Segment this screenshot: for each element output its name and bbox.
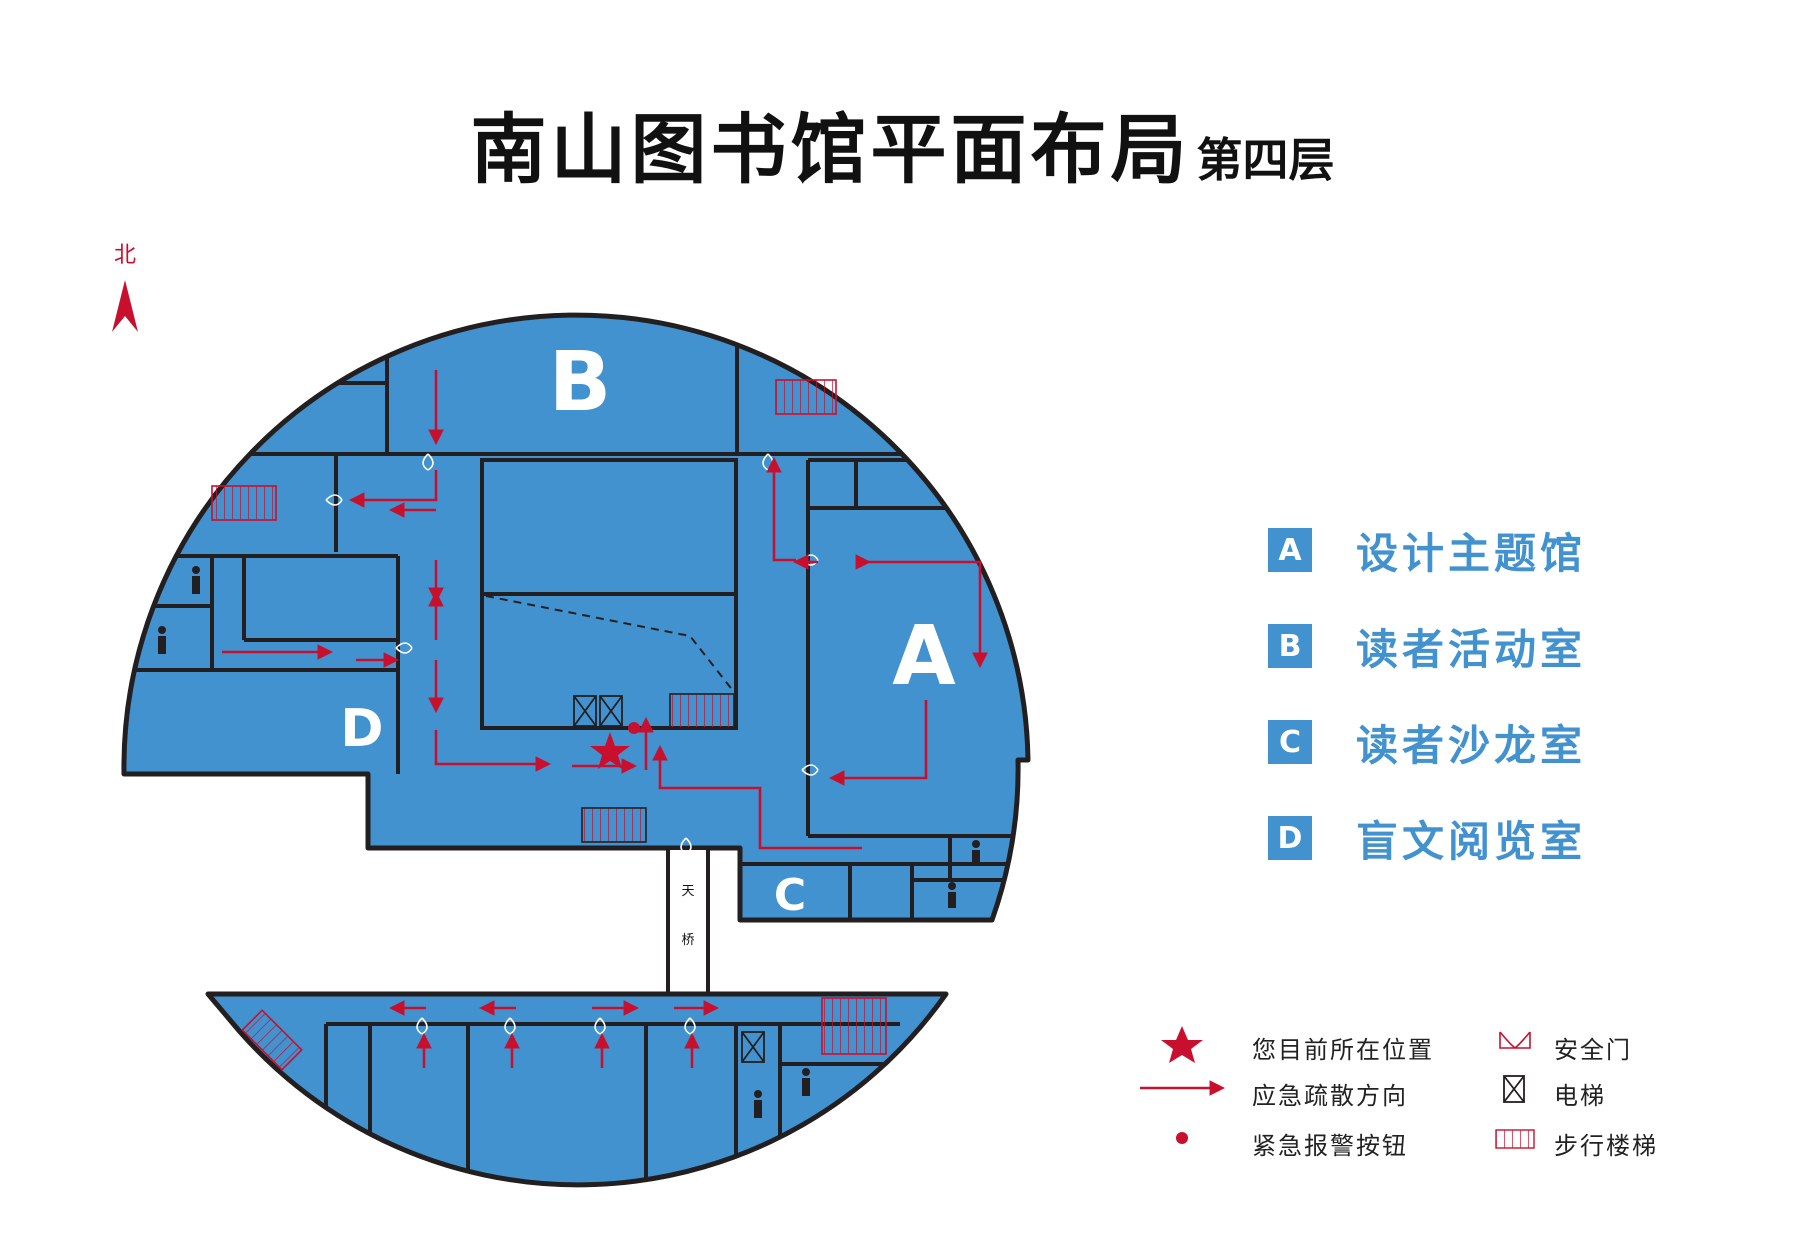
legend-evacuation: 应急疏散方向 xyxy=(1252,1082,1408,1110)
zone-name-c: 读者沙龙室 xyxy=(1356,720,1587,770)
legend-zone-b: B 读者活动室 xyxy=(1268,598,1586,694)
legend-stairs-icon xyxy=(1495,1129,1535,1149)
zone-label-a: A xyxy=(892,609,956,704)
zone-badge-a: A xyxy=(1268,528,1312,572)
bridge-label-bottom: 桥 xyxy=(681,933,694,948)
stairs-icon xyxy=(821,997,887,1055)
zone-badge-c: C xyxy=(1268,720,1312,764)
legend-elevator: 电梯 xyxy=(1554,1082,1606,1110)
safety-door-icon xyxy=(395,642,413,654)
page-title: 南山图书馆平面布局第四层 xyxy=(0,88,1805,198)
zone-label-d: D xyxy=(340,699,383,759)
legend-zone-d: D 盲文阅览室 xyxy=(1268,790,1586,886)
elevator-icon xyxy=(741,1031,765,1063)
restroom-icon xyxy=(972,840,980,866)
zone-label-b: B xyxy=(549,335,612,430)
building-main-floor xyxy=(121,312,1031,923)
stairs-symbols xyxy=(211,379,887,1071)
legend-symbols xyxy=(1140,1026,1535,1149)
stairs-icon xyxy=(581,807,647,843)
restroom-icon xyxy=(802,1068,810,1096)
legend-safety-door: 安全门 xyxy=(1554,1036,1632,1064)
safety-door-icon xyxy=(325,494,343,506)
building-main xyxy=(121,312,1031,923)
title-main: 南山图书馆平面布局 xyxy=(470,105,1191,194)
legend-stairs: 步行楼梯 xyxy=(1554,1132,1658,1160)
legend-zone-c: C 读者沙龙室 xyxy=(1268,694,1586,790)
legend-dot-icon xyxy=(1176,1132,1188,1144)
zone-name-b: 读者活动室 xyxy=(1356,624,1587,674)
zone-labels: A B C D xyxy=(340,335,956,921)
you-are-here-marker xyxy=(590,732,630,769)
restroom-icon xyxy=(158,626,166,654)
zone-legend: A 设计主题馆 B 读者活动室 C 读者沙龙室 D 盲文阅览室 xyxy=(1268,502,1586,886)
legend-alarm-button: 紧急报警按钮 xyxy=(1252,1132,1408,1160)
legend-star-icon xyxy=(1161,1026,1203,1063)
compass-label: 北 xyxy=(114,243,136,268)
restroom-icon xyxy=(192,566,200,594)
restroom-icon xyxy=(948,882,956,908)
safety-door-icon xyxy=(801,764,819,776)
legend-zone-a: A 设计主题馆 xyxy=(1268,502,1586,598)
zone-name-a: 设计主题馆 xyxy=(1356,528,1587,578)
legend-door-icon xyxy=(1499,1031,1531,1049)
legend-you-are-here: 您目前所在位置 xyxy=(1252,1036,1434,1064)
stairs-icon xyxy=(669,693,735,729)
bridge-label-top: 天 xyxy=(681,884,694,899)
building-south-floor xyxy=(205,991,949,1188)
zone-name-d: 盲文阅览室 xyxy=(1356,816,1587,866)
restroom-icon xyxy=(754,1090,762,1118)
stairs-icon xyxy=(775,379,837,415)
elevators xyxy=(573,695,765,1063)
elevator-icon xyxy=(599,695,623,727)
safety-door-icon xyxy=(422,453,434,471)
elevator-icon xyxy=(573,695,597,727)
restrooms xyxy=(158,566,980,1118)
stairs-icon xyxy=(241,1009,303,1071)
safety-door-icon xyxy=(680,837,692,855)
zone-badge-d: D xyxy=(1268,816,1312,860)
zone-badge-b: B xyxy=(1268,624,1312,668)
title-floor: 第四层 xyxy=(1196,133,1335,187)
stairs-icon xyxy=(211,485,277,521)
sky-bridge: 天 桥 xyxy=(666,846,710,996)
evacuation-routes xyxy=(222,370,988,1068)
alarm-button-marker xyxy=(628,722,640,734)
north-compass-icon: 北 xyxy=(112,243,138,332)
zone-label-c: C xyxy=(774,870,806,921)
legend-elevator-icon xyxy=(1503,1075,1525,1103)
